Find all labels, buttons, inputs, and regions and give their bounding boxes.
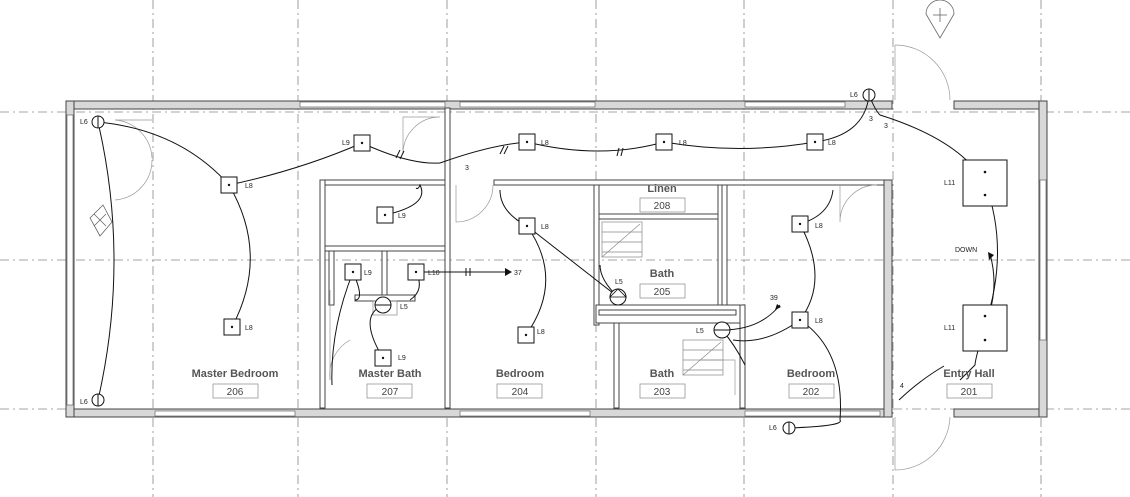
- room-tag-bath-203: Bath 203: [639, 368, 686, 399]
- room-name: Bedroom: [496, 368, 545, 380]
- room-number: 207: [382, 387, 399, 398]
- room-name: Bedroom: [787, 368, 836, 380]
- wall-light-fixture: [862, 88, 876, 102]
- doors: [114, 44, 951, 471]
- room-number: 206: [227, 387, 244, 398]
- room-tag-bedroom-204: Bedroom 204: [496, 368, 545, 399]
- fixture-tag: L10: [428, 270, 440, 277]
- ceiling-fixture: [655, 133, 673, 151]
- section-marker-icon: [925, 0, 955, 39]
- room-number: 205: [654, 287, 671, 298]
- room-number: 203: [654, 387, 671, 398]
- fixture-tag: L8: [245, 183, 253, 190]
- circuit-label: 3: [884, 123, 888, 130]
- exhaust-fan-light-fixture: [609, 288, 627, 306]
- circuit-label: 3: [869, 116, 873, 123]
- circuit-label: 37: [514, 270, 522, 277]
- room-number: 208: [654, 201, 671, 212]
- fixture-tag: L9: [364, 270, 372, 277]
- ceiling-fixture: [791, 215, 809, 233]
- fixture-tag: L6: [850, 92, 858, 99]
- fixture-tag: L8: [541, 224, 549, 231]
- fixture-tag: L8: [679, 140, 687, 147]
- ceiling-fixture: [806, 133, 824, 151]
- ceiling-fixture: [517, 326, 535, 344]
- fixture-tag: L6: [769, 425, 777, 432]
- interior-walls: [319, 107, 885, 409]
- fixture-tag: L11: [944, 325, 955, 332]
- room-name: Linen: [647, 183, 677, 195]
- fixtures: [91, 88, 1008, 435]
- fixture-tag: L6: [80, 119, 88, 126]
- room-name: Bath: [650, 268, 675, 280]
- room-tag-entry-hall: Entry Hall 201: [943, 368, 995, 399]
- fixture-tag: L9: [342, 140, 350, 147]
- ceiling-fixture: [353, 134, 371, 152]
- room-tag-linen: Linen 208: [639, 183, 686, 213]
- fixture-tags: L6 L6 L6 L6 L8 L8 L8 L8 L8 L8 L8 L8 L8 L…: [80, 92, 955, 432]
- fixture-tag: L8: [541, 140, 549, 147]
- fixture-tag: L8: [828, 140, 836, 147]
- room-tag-bath-205: Bath 205: [639, 268, 686, 299]
- wall-light-fixture: [91, 115, 105, 129]
- ceiling-fixture: [518, 217, 536, 235]
- circuit-label: 4: [900, 383, 904, 390]
- north-arrow-icon: [89, 204, 113, 237]
- exhaust-fan-light-fixture: [713, 321, 731, 339]
- home-run-arrows: [505, 252, 994, 310]
- ceiling-fixture: [374, 349, 392, 367]
- fixture-tag: L8: [815, 318, 823, 325]
- large-ceiling-fixture: [962, 159, 1008, 207]
- fixture-tag: L8: [245, 325, 253, 332]
- stair-direction-label: DOWN: [955, 247, 977, 254]
- fixture-tag: L5: [696, 328, 704, 335]
- room-number: 204: [512, 387, 529, 398]
- ceiling-fixture: [791, 311, 809, 329]
- room-tag-bedroom-202: Bedroom 202: [787, 368, 836, 399]
- room-name: Entry Hall: [943, 368, 994, 380]
- ceiling-fixture: [220, 176, 238, 194]
- fixture-tag: L5: [615, 279, 623, 286]
- fixture-tag: L9: [398, 213, 406, 220]
- circuit-label: 39: [770, 295, 778, 302]
- room-name: Master Bedroom: [192, 368, 279, 380]
- ceiling-fixture: [518, 133, 536, 151]
- fixture-tag: L9: [398, 355, 406, 362]
- fixture-tag: L5: [400, 304, 408, 311]
- room-tag-master-bath: Master Bath 207: [359, 368, 422, 399]
- exhaust-fan-light-fixture: [374, 296, 392, 314]
- exterior-walls: [65, 100, 1048, 418]
- fixture-tag: L8: [537, 329, 545, 336]
- room-name: Bath: [650, 368, 675, 380]
- circuit-labels: 3 3 3 37 39 4: [465, 116, 904, 390]
- ceiling-fixture: [407, 263, 425, 281]
- ceiling-fixture: [223, 318, 241, 336]
- room-number: 202: [803, 387, 820, 398]
- fixture-tag: L6: [80, 399, 88, 406]
- stairs: [601, 221, 724, 376]
- room-number: 201: [961, 387, 978, 398]
- room-name: Master Bath: [359, 368, 422, 380]
- wall-light-fixture: [782, 421, 796, 435]
- room-tag-master-bedroom: Master Bedroom 206: [192, 368, 279, 399]
- ceiling-fixture: [344, 263, 362, 281]
- wall-light-fixture: [91, 393, 105, 407]
- circuit-label: 3: [465, 165, 469, 172]
- large-ceiling-fixture: [962, 304, 1008, 352]
- ceiling-fixture: [376, 206, 394, 224]
- fixture-tag: L8: [815, 223, 823, 230]
- fixture-tag: L11: [944, 180, 955, 187]
